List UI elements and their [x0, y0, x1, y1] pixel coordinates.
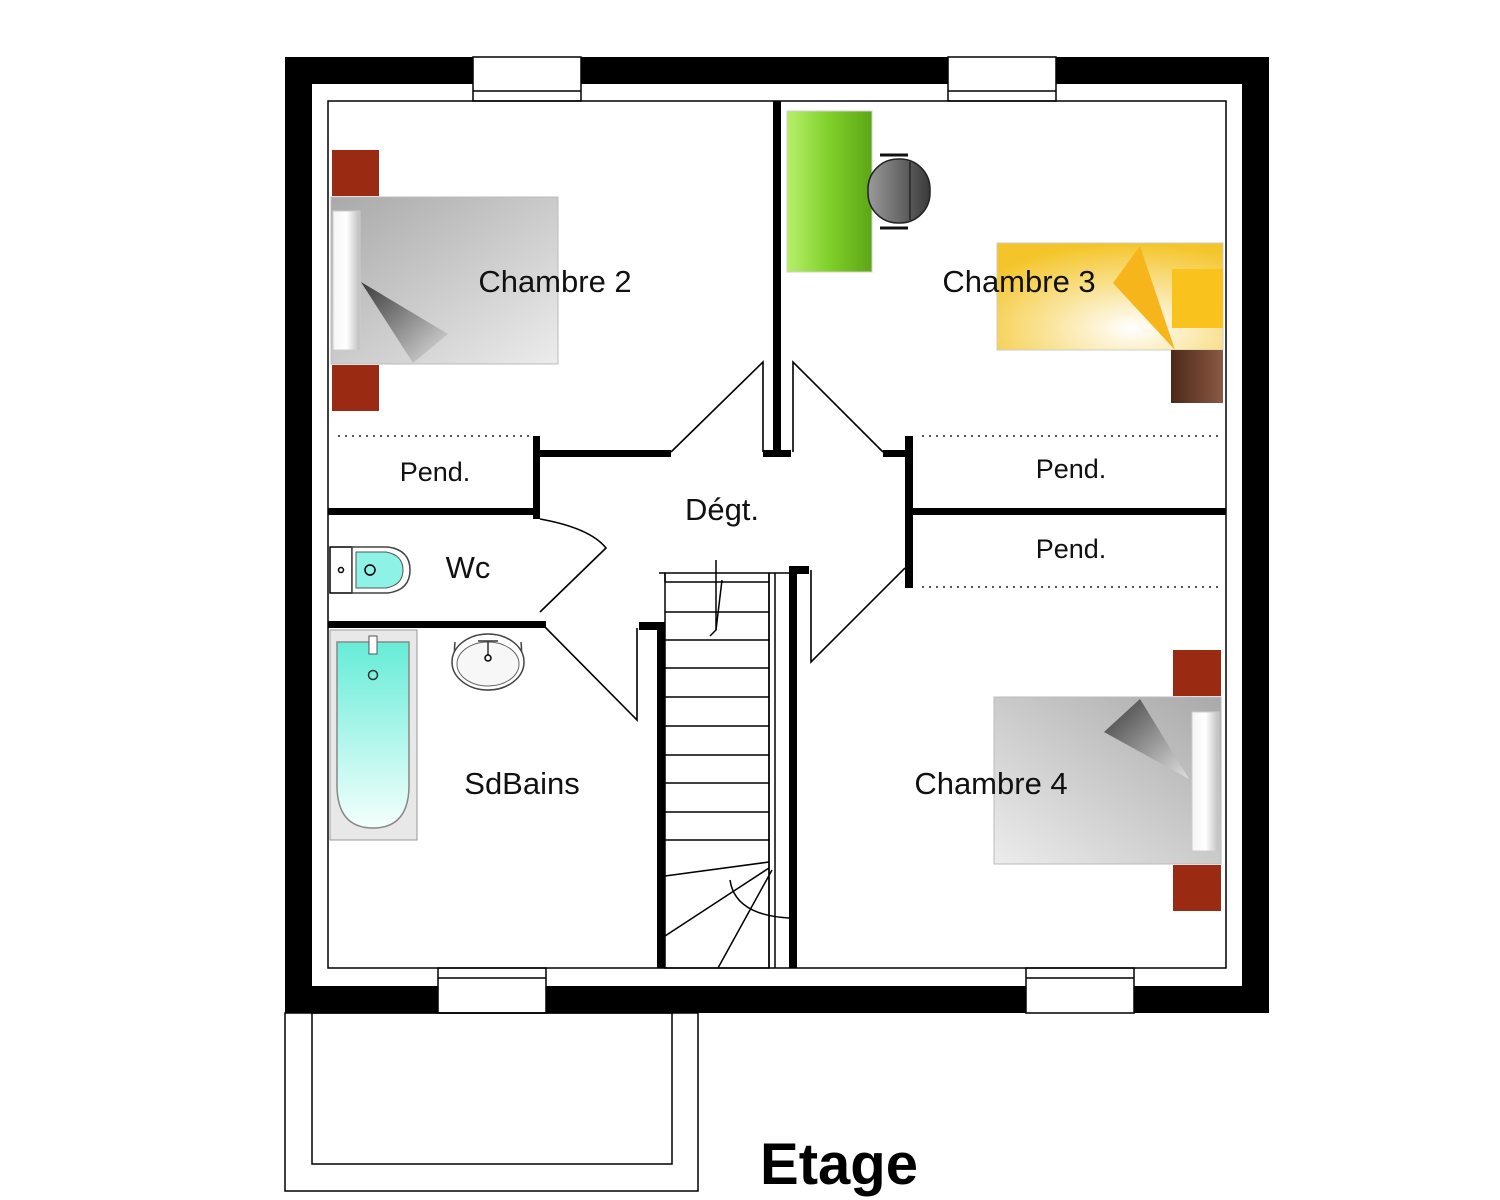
desk [786, 110, 873, 273]
nightstand [332, 365, 379, 411]
bed-chambre-4 [993, 696, 1222, 865]
room-label-degagement: Dégt. [685, 492, 759, 527]
balcony [284, 1012, 699, 1192]
floor-title: Etage [760, 1132, 918, 1197]
room-label-sdbains: SdBains [464, 766, 579, 801]
room-label-chambre-4: Chambre 4 [914, 766, 1067, 801]
nightstand [1173, 865, 1221, 911]
doors [539, 360, 906, 722]
toilet [329, 546, 411, 594]
staircase [659, 560, 790, 969]
closet-label-left: Pend. [400, 457, 471, 487]
room-label-chambre-3: Chambre 3 [942, 264, 1095, 299]
sink [451, 633, 525, 691]
interior-walls [328, 101, 1226, 968]
closet-label-right-bottom: Pend. [1036, 534, 1107, 564]
nightstand [332, 150, 379, 196]
bathtub [329, 629, 418, 841]
bed-chambre-2 [330, 196, 559, 365]
room-label-chambre-2: Chambre 2 [478, 264, 631, 299]
chair [867, 153, 931, 230]
nightstand [1171, 350, 1223, 403]
closet-label-right-top: Pend. [1036, 454, 1107, 484]
room-label-wc: Wc [446, 550, 491, 585]
nightstand [1173, 650, 1221, 696]
bed-chambre-3 [996, 242, 1224, 351]
